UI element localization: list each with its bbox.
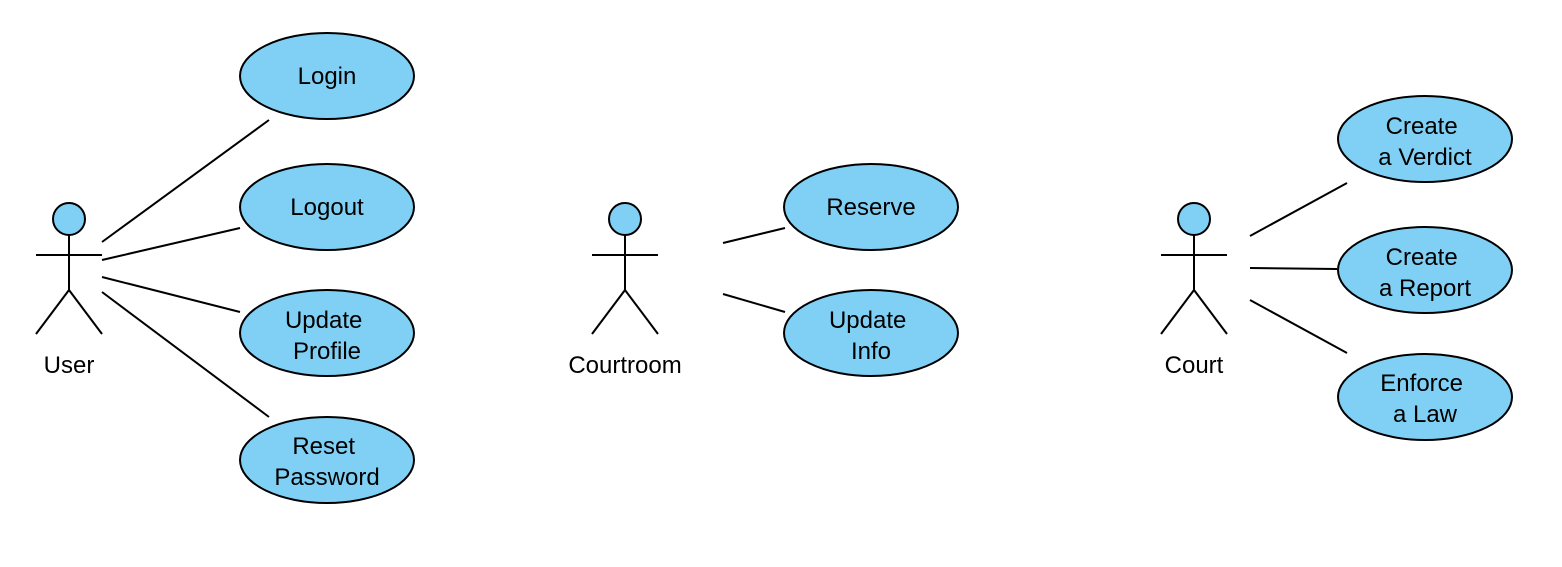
use-case-update-info[interactable]: Update Info [783,289,959,377]
association-user-logout [101,227,241,261]
use-case-login[interactable]: Login [239,32,415,120]
use-case-create-verdict[interactable]: Create a Verdict [1337,95,1513,183]
actor-head [608,202,642,236]
association-courtroom-update-info [722,293,786,313]
use-case-label: Update Info [829,307,913,365]
association-user-reset-password [101,291,270,418]
use-case-label: Reset Password [274,433,379,491]
actor-label: Courtroom [568,352,681,379]
association-courtroom-reserve [722,227,786,244]
associations [101,119,1348,418]
use-case-logout[interactable]: Logout [239,163,415,251]
use-case-label: Login [298,63,357,90]
use-case-enforce-law[interactable]: Enforce a Law [1337,353,1513,441]
actor-label: User [44,352,95,379]
association-user-login [101,119,270,243]
use-case-create-report[interactable]: Create a Report [1337,226,1513,314]
use-case-label: Update Profile [285,307,369,365]
use-case-label: Enforce a Law [1380,370,1469,428]
actor-courtroom[interactable]: Courtroom [568,202,682,379]
association-court-create-report [1249,267,1338,270]
use-case-label: Reserve [826,194,915,221]
actor-head [1177,202,1211,236]
use-case-update-profile[interactable]: Update Profile [239,289,415,377]
actor-label: Court [1165,352,1224,379]
use-case-label: Create a Report [1379,244,1471,302]
actor-court[interactable]: Court [1160,202,1228,379]
association-court-create-verdict [1249,182,1348,237]
stick-figure-icon [591,202,659,335]
actor-user[interactable]: User [35,202,103,379]
association-user-update-profile [101,276,241,313]
actor-head [52,202,86,236]
stick-figure-icon [35,202,103,335]
use-case-label: Create a Verdict [1378,113,1472,171]
use-case-label: Logout [290,194,364,221]
use-case-reserve[interactable]: Reserve [783,163,959,251]
use-case-reset-password[interactable]: Reset Password [239,416,415,504]
stick-figure-icon [1160,202,1228,335]
association-court-enforce-law [1249,299,1348,354]
